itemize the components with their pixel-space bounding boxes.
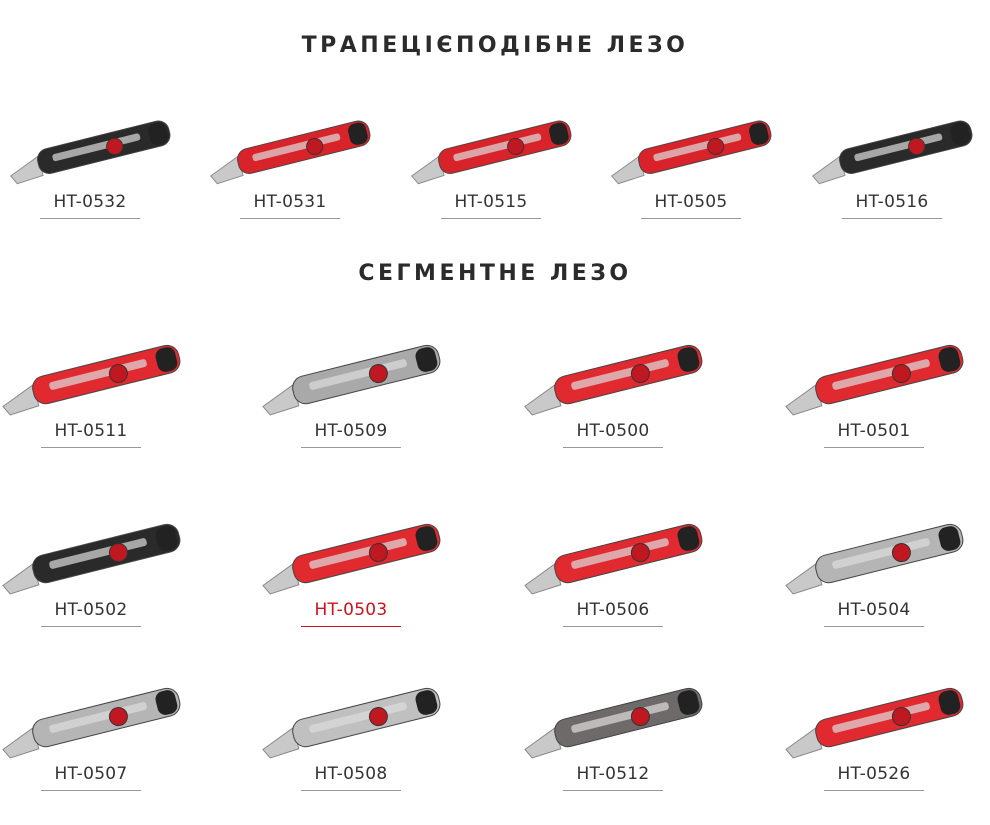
utility-knife-image <box>10 120 171 185</box>
utility-knife-image <box>785 344 964 416</box>
product-code-link[interactable]: HT-0531 <box>240 192 340 219</box>
product-code-link[interactable]: HT-0501 <box>824 421 924 448</box>
product-code-link[interactable]: HT-0526 <box>824 764 924 791</box>
product-code-link[interactable]: HT-0502 <box>41 600 141 627</box>
utility-knife-image <box>262 687 441 759</box>
product-ht-0515[interactable]: HT-0515 <box>401 93 581 219</box>
product-ht-0503[interactable]: HT-0503 <box>251 496 451 627</box>
utility-knife-image <box>785 523 964 595</box>
utility-knife-image <box>411 120 572 185</box>
utility-knife-image <box>210 120 371 185</box>
utility-knife-image <box>2 523 181 595</box>
section-title-segment-blade: СЕГМЕНТНЕ ЛЕЗО <box>358 261 632 286</box>
utility-knife-image <box>524 344 703 416</box>
product-ht-0509[interactable]: HT-0509 <box>251 317 451 448</box>
product-ht-0508[interactable]: HT-0508 <box>251 660 451 791</box>
product-code-link[interactable]: HT-0503 <box>301 600 401 627</box>
product-code-link[interactable]: HT-0512 <box>563 764 663 791</box>
product-ht-0512[interactable]: HT-0512 <box>513 660 713 791</box>
utility-knife-image <box>785 687 964 759</box>
product-ht-0504[interactable]: HT-0504 <box>774 496 974 627</box>
section-title-trapezoid-blade: ТРАПЕЦІЄПОДІБНЕ ЛЕЗО <box>301 33 689 58</box>
product-code-link[interactable]: HT-0509 <box>301 421 401 448</box>
product-code-link[interactable]: HT-0508 <box>301 764 401 791</box>
product-ht-0532[interactable]: HT-0532 <box>0 93 180 219</box>
product-code-link[interactable]: HT-0500 <box>563 421 663 448</box>
product-code-link[interactable]: HT-0507 <box>41 764 141 791</box>
utility-knife-image <box>524 523 703 595</box>
product-ht-0516[interactable]: HT-0516 <box>802 93 982 219</box>
product-ht-0506[interactable]: HT-0506 <box>513 496 713 627</box>
product-code-link[interactable]: HT-0516 <box>842 192 942 219</box>
product-code-link[interactable]: HT-0504 <box>824 600 924 627</box>
utility-knife-image <box>611 120 772 185</box>
utility-knife-image <box>2 344 181 416</box>
utility-knife-image <box>2 687 181 759</box>
product-ht-0507[interactable]: HT-0507 <box>0 660 191 791</box>
utility-knife-image <box>262 523 441 595</box>
utility-knife-image <box>262 344 441 416</box>
product-ht-0505[interactable]: HT-0505 <box>601 93 781 219</box>
product-code-link[interactable]: HT-0515 <box>441 192 541 219</box>
utility-knife-image <box>812 120 973 185</box>
utility-knife-image <box>524 687 703 759</box>
product-ht-0502[interactable]: HT-0502 <box>0 496 191 627</box>
product-code-link[interactable]: HT-0506 <box>563 600 663 627</box>
product-code-link[interactable]: HT-0505 <box>641 192 741 219</box>
product-ht-0511[interactable]: HT-0511 <box>0 317 191 448</box>
product-ht-0526[interactable]: HT-0526 <box>774 660 974 791</box>
product-ht-0500[interactable]: HT-0500 <box>513 317 713 448</box>
product-code-link[interactable]: HT-0511 <box>41 421 141 448</box>
product-ht-0501[interactable]: HT-0501 <box>774 317 974 448</box>
product-ht-0531[interactable]: HT-0531 <box>200 93 380 219</box>
product-code-link[interactable]: HT-0532 <box>40 192 140 219</box>
